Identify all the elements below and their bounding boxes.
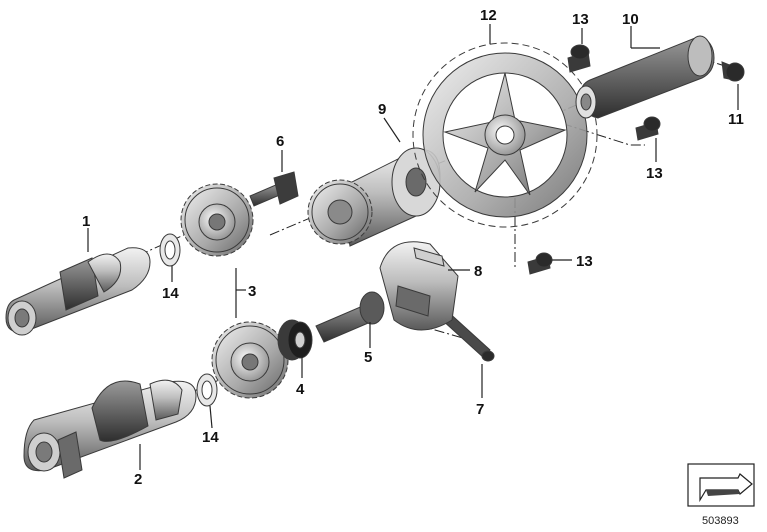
callout-11: 11 bbox=[728, 111, 744, 128]
callout-1: 1 bbox=[82, 213, 90, 230]
bolts-13 bbox=[527, 44, 661, 275]
callout-14-upper: 14 bbox=[162, 285, 179, 302]
callout-3: 3 bbox=[248, 283, 256, 300]
bushing bbox=[277, 319, 313, 361]
callout-13-bottom: 13 bbox=[576, 253, 593, 270]
shaft-bolt bbox=[315, 291, 385, 343]
callout-6: 6 bbox=[276, 133, 284, 150]
callout-2: 2 bbox=[134, 471, 142, 488]
arrow-box-icon bbox=[687, 463, 755, 507]
bracket-8 bbox=[379, 241, 459, 331]
callout-7: 7 bbox=[476, 401, 484, 418]
washers bbox=[159, 233, 218, 407]
gear-lower bbox=[211, 321, 289, 399]
callout-10: 10 bbox=[622, 11, 639, 28]
camshaft-upper bbox=[5, 247, 151, 336]
gear-hub-9 bbox=[307, 147, 441, 247]
callout-13-right: 13 bbox=[646, 165, 663, 182]
gear-upper bbox=[180, 183, 254, 257]
callout-4: 4 bbox=[296, 381, 305, 398]
document-number: 503893 bbox=[702, 515, 739, 527]
leader-lines bbox=[87, 24, 739, 470]
callout-13-top: 13 bbox=[572, 11, 589, 28]
shaft-10 bbox=[575, 35, 715, 119]
bolt-6 bbox=[249, 171, 299, 207]
callout-5: 5 bbox=[364, 349, 372, 366]
callout-labels: 1 2 3 4 5 6 7 8 9 10 11 12 13 13 13 14 1… bbox=[82, 7, 744, 488]
callout-12: 12 bbox=[480, 7, 497, 24]
callout-9: 9 bbox=[378, 101, 386, 118]
bolt-11 bbox=[721, 61, 745, 82]
callout-8: 8 bbox=[474, 263, 482, 280]
sprocket-12 bbox=[412, 42, 598, 228]
callout-14-lower: 14 bbox=[202, 429, 219, 446]
camshaft-lower bbox=[23, 379, 197, 479]
